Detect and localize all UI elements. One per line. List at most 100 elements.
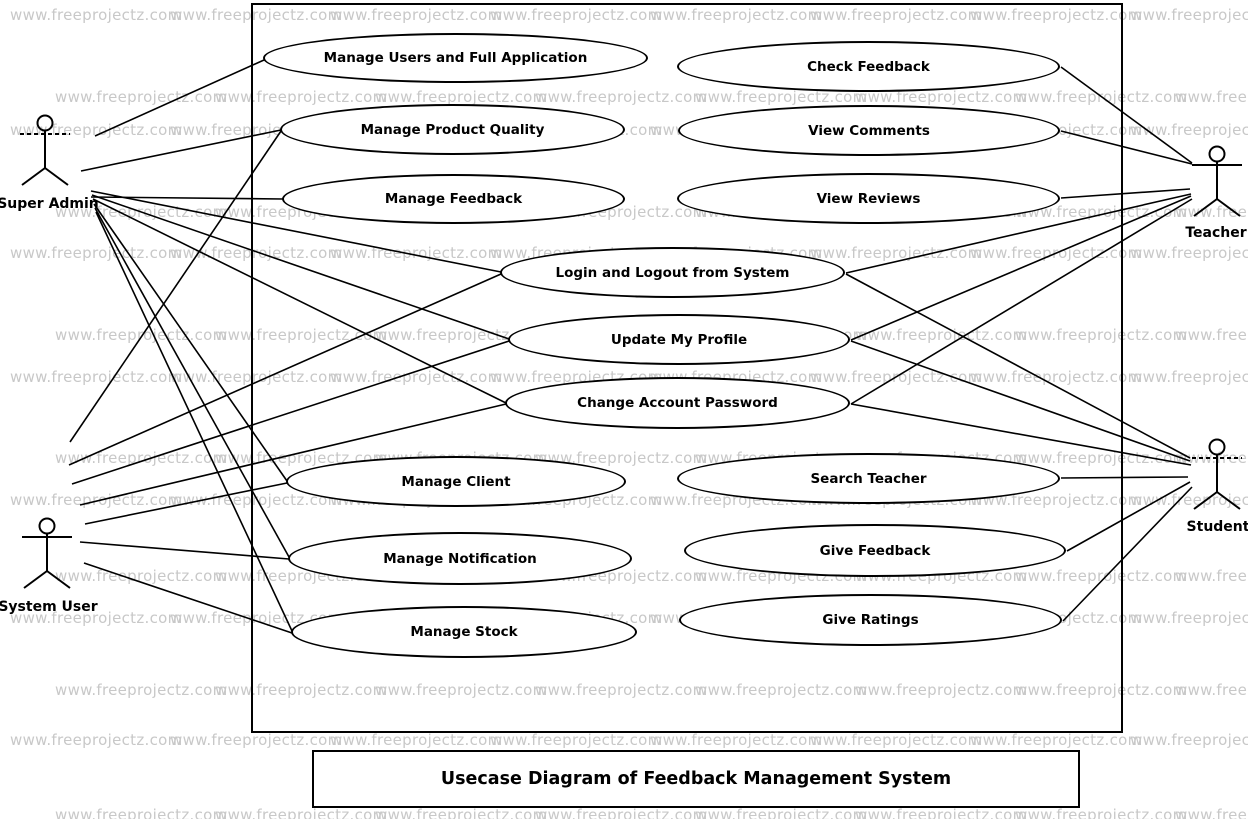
watermark-text: www.freeprojectz.com: [10, 609, 183, 627]
watermark-text: www.freeprojectz.com: [170, 731, 343, 749]
actor-student-label: Student: [1186, 519, 1248, 535]
watermark-text: www.freeprojectz.com: [695, 88, 868, 106]
usecase-check-feedback: Check Feedback: [677, 41, 1060, 92]
usecase-label: Search Teacher: [810, 470, 927, 487]
watermark-text: www.freeprojectz.com: [330, 6, 503, 24]
watermark-text: www.freeprojectz.com: [10, 731, 183, 749]
watermark-text: www.freeprojectz.com: [535, 88, 708, 106]
association-student-update-profile: [850, 340, 1191, 462]
usecase-view-comments: View Comments: [678, 105, 1060, 156]
usecase-search-teacher: Search Teacher: [677, 453, 1060, 504]
association-student-give-ratings: [1062, 486, 1193, 622]
system-boundary: [251, 3, 1123, 733]
watermark-text: www.freeprojectz.com: [170, 6, 343, 24]
watermark-text: www.freeprojectz.com: [170, 609, 343, 627]
watermark-text: www.freeprojectz.com: [1130, 368, 1248, 386]
usecase-product-quality: Manage Product Quality: [280, 104, 625, 155]
association-teacher-view-comments: [1060, 130, 1193, 165]
watermark-text: www.freeprojectz.com: [1130, 244, 1248, 262]
association-super-admin-update-profile: [91, 194, 510, 340]
association-teacher-check-feedback: [1060, 66, 1193, 164]
watermark-text: www.freeprojectz.com: [55, 449, 228, 467]
association-super-admin-manage-stock: [95, 211, 293, 632]
watermark-text: www.freeprojectz.com: [1015, 326, 1188, 344]
watermark-text: www.freeprojectz.com: [695, 806, 868, 819]
watermark-text: www.freeprojectz.com: [810, 6, 983, 24]
watermark-text: www.freeprojectz.com: [490, 731, 663, 749]
watermark-text: www.freeprojectz.com: [1015, 449, 1188, 467]
usecase-give-feedback: Give Feedback: [684, 524, 1066, 577]
watermark-text: www.freeprojectz.com: [55, 681, 228, 699]
watermark-text: www.freeprojectz.com: [810, 731, 983, 749]
usecase-label: Login and Logout from System: [555, 264, 790, 281]
association-super-admin-change-password: [92, 198, 507, 404]
watermark-text: www.freeprojectz.com: [330, 368, 503, 386]
watermark-text: www.freeprojectz.com: [55, 326, 228, 344]
association-super-admin-manage-notification: [94, 207, 290, 558]
usecase-login: Login and Logout from System: [500, 247, 845, 298]
watermark-text: www.freeprojectz.com: [375, 681, 548, 699]
watermark-text: www.freeprojectz.com: [855, 681, 1028, 699]
watermark-text: www.freeprojectz.com: [55, 567, 228, 585]
watermark-text: www.freeprojectz.com: [375, 326, 548, 344]
watermark-text: www.freeprojectz.com: [170, 368, 343, 386]
watermark-text: www.freeprojectz.com: [970, 6, 1143, 24]
watermark-text: www.freeprojectz.com: [855, 326, 1028, 344]
watermark-text: www.freeprojectz.com: [535, 681, 708, 699]
watermark-text: www.freeprojectz.com: [970, 731, 1143, 749]
watermark-text: www.freeprojectz.com: [1175, 88, 1248, 106]
usecase-label: Manage Users and Full Application: [323, 50, 588, 66]
association-super-admin-manage-client: [93, 203, 288, 482]
watermark-text: www.freeprojectz.com: [1130, 121, 1248, 139]
association-student-give-feedback: [1066, 481, 1191, 552]
watermark-text: www.freeprojectz.com: [330, 731, 503, 749]
watermark-text: www.freeprojectz.com: [10, 6, 183, 24]
association-super-admin-manage-users: [94, 59, 265, 137]
association-system-user-login: [68, 273, 502, 466]
usecase-label: Give Feedback: [819, 542, 931, 559]
watermark-text: www.freeprojectz.com: [10, 368, 183, 386]
association-system-user-product-quality: [69, 130, 282, 443]
usecase-label: Manage Product Quality: [360, 121, 545, 138]
usecase-manage-client: Manage Client: [286, 456, 626, 507]
association-teacher-change-password: [850, 198, 1193, 405]
watermark-text: www.freeprojectz.com: [1130, 6, 1248, 24]
usecase-label: View Comments: [808, 122, 930, 139]
watermark-text: www.freeprojectz.com: [695, 681, 868, 699]
watermark-text: www.freeprojectz.com: [55, 806, 228, 819]
watermark-text: www.freeprojectz.com: [215, 681, 388, 699]
watermark-text: www.freeprojectz.com: [970, 368, 1143, 386]
watermark-text: www.freeprojectz.com: [1175, 326, 1248, 344]
diagram-title-box: Usecase Diagram of Feedback Management S…: [312, 750, 1080, 808]
watermark-text: www.freeprojectz.com: [1015, 681, 1188, 699]
watermark-text: www.freeprojectz.com: [855, 88, 1028, 106]
watermark-text: www.freeprojectz.com: [1015, 806, 1188, 819]
usecase-label: Give Ratings: [822, 612, 919, 628]
watermark-text: www.freeprojectz.com: [650, 731, 823, 749]
watermark-text: www.freeprojectz.com: [1015, 567, 1188, 585]
association-super-admin-product-quality: [80, 129, 282, 172]
watermark-text: www.freeprojectz.com: [1130, 609, 1248, 627]
watermark-text: www.freeprojectz.com: [215, 326, 388, 344]
association-teacher-update-profile: [850, 195, 1192, 341]
watermark-text: www.freeprojectz.com: [215, 806, 388, 819]
usecase-label: Manage Stock: [410, 624, 518, 640]
usecase-label: Update My Profile: [610, 331, 748, 348]
usecase-label: Change Account Password: [577, 395, 778, 411]
watermark-text: www.freeprojectz.com: [855, 806, 1028, 819]
actor-teacher-label: Teacher: [1185, 225, 1247, 241]
usecase-view-reviews: View Reviews: [677, 173, 1060, 224]
watermark-text: www.freeprojectz.com: [1130, 731, 1248, 749]
association-system-user-manage-notification: [79, 541, 290, 560]
actor-super-admin-label: Super Admin: [0, 196, 99, 212]
watermark-text: www.freeprojectz.com: [650, 6, 823, 24]
association-student-login: [845, 273, 1191, 459]
watermark-text: www.freeprojectz.com: [375, 806, 548, 819]
usecase-manage-feedback: Manage Feedback: [282, 174, 625, 224]
association-system-user-manage-client: [84, 482, 288, 525]
association-system-user-change-password: [79, 403, 507, 506]
usecase-label: Check Feedback: [807, 58, 930, 75]
association-student-search-teacher: [1060, 476, 1189, 479]
